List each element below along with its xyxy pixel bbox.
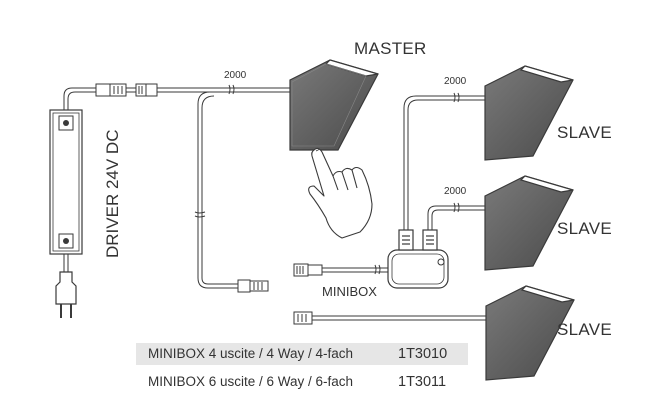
cable-length-slave-1: 2000 bbox=[444, 76, 467, 87]
slave-2-label: SLAVE bbox=[557, 219, 613, 238]
table-row: MINIBOX 6 uscite / 6 Way / 6-fach 1T3011 bbox=[136, 371, 468, 393]
table-cell-name: MINIBOX 6 uscite / 6 Way / 6-fach bbox=[148, 374, 354, 389]
cable-length-master: 2000 bbox=[224, 70, 247, 81]
mains-plug bbox=[55, 271, 77, 318]
slave-1-label: SLAVE bbox=[557, 123, 613, 142]
connector-driver bbox=[95, 83, 127, 97]
table-cell-name: MINIBOX 4 uscite / 4 Way / 4-fach bbox=[148, 346, 354, 361]
lamp-slave-2 bbox=[484, 175, 574, 271]
cable-length-slave-2: 2000 bbox=[444, 186, 467, 197]
driver-unit bbox=[49, 109, 83, 255]
connector-minibox-left bbox=[293, 263, 323, 277]
table-row: MINIBOX 4 uscite / 4 Way / 4-fach 1T3010 bbox=[136, 343, 468, 365]
connector-slave-3 bbox=[293, 311, 313, 325]
minibox-label: MINIBOX bbox=[322, 284, 377, 299]
table-cell-code: 1T3010 bbox=[398, 346, 448, 362]
lamp-master bbox=[289, 59, 379, 151]
hand-icon bbox=[308, 147, 373, 239]
connector-bottom bbox=[237, 279, 269, 293]
table-cell-code: 1T3011 bbox=[398, 374, 447, 390]
table-row-highlight-bg bbox=[136, 343, 468, 365]
master-label: MASTER bbox=[354, 39, 427, 58]
lamp-slave-1 bbox=[484, 65, 574, 161]
slave-3-label: SLAVE bbox=[557, 320, 613, 339]
cable-break-marks bbox=[194, 84, 460, 275]
driver-label: DRIVER 24V DC bbox=[103, 129, 122, 258]
connector-master-in bbox=[135, 83, 158, 97]
cables bbox=[63, 87, 486, 321]
lamp-slave-3 bbox=[485, 285, 575, 381]
minibox bbox=[387, 229, 449, 289]
